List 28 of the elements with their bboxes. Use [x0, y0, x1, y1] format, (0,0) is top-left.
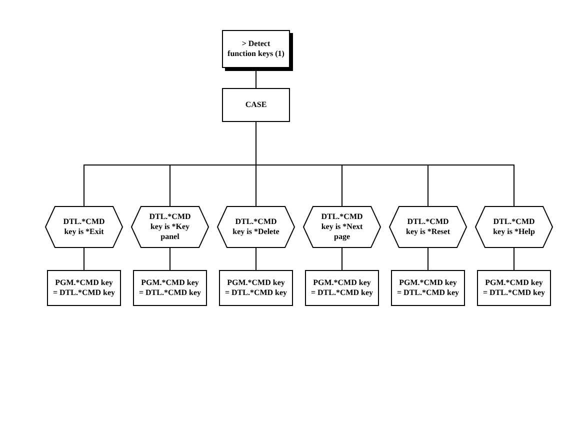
process-box	[477, 270, 551, 306]
process-box	[305, 270, 379, 306]
node-text: PGM.*CMD key = DTL.*CMD key	[224, 278, 288, 298]
decision-hexagon	[303, 206, 381, 248]
process-box	[47, 270, 121, 306]
decision-hexagon	[217, 206, 295, 248]
process-box	[133, 270, 207, 306]
node-text: DTL.*CMD key is *Exit	[62, 217, 106, 237]
process-box	[222, 88, 290, 122]
node-text: PGM.*CMD key = DTL.*CMD key	[396, 278, 460, 298]
node-text: > Detect function keys (1)	[226, 39, 286, 59]
node-text: DTL.*CMD key is *Reset	[405, 217, 451, 237]
process-box	[219, 270, 293, 306]
node-text: DTL.*CMD key is *Delete	[232, 217, 280, 237]
node-text: DTL.*CMD key is *Help	[492, 217, 536, 237]
node-text: PGM.*CMD key = DTL.*CMD key	[310, 278, 374, 298]
node-text: PGM.*CMD key = DTL.*CMD key	[482, 278, 546, 298]
decision-hexagon	[131, 206, 209, 248]
decision-hexagon	[389, 206, 467, 248]
node-text: PGM.*CMD key = DTL.*CMD key	[52, 278, 116, 298]
node-text: CASE	[244, 100, 268, 110]
node-text: PGM.*CMD key = DTL.*CMD key	[138, 278, 202, 298]
decision-hexagon	[475, 206, 553, 248]
start-box	[222, 30, 290, 68]
node-text: DTL.*CMD key is *Next page	[320, 212, 364, 242]
process-box	[391, 270, 465, 306]
node-text: DTL.*CMD key is *Key panel	[148, 212, 192, 242]
decision-hexagon	[45, 206, 123, 248]
